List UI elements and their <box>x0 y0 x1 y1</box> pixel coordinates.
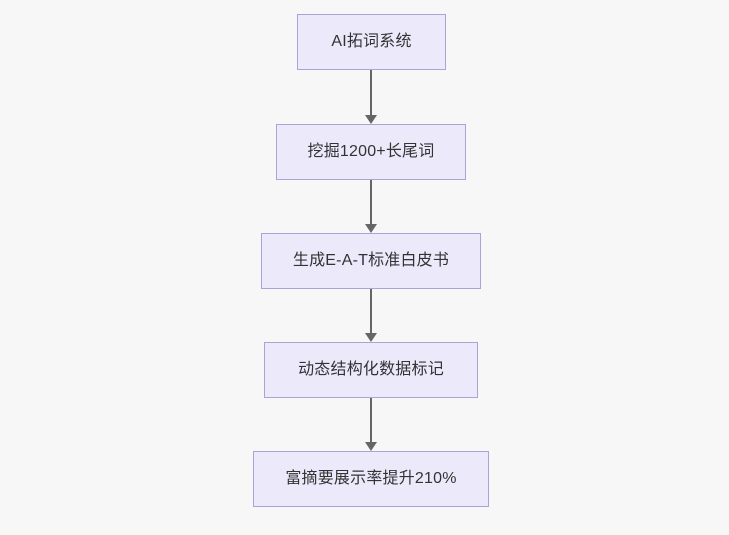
connector-line <box>370 180 372 225</box>
arrowhead-icon <box>365 442 377 451</box>
flow-node-eat-whitepaper[interactable]: 生成E-A-T标准白皮书 <box>261 233 481 289</box>
connector-node4-node5 <box>363 398 379 451</box>
connector-node3-node4 <box>363 289 379 342</box>
flow-node-ai-keyword-system[interactable]: AI拓词系统 <box>297 14 446 70</box>
connector-node1-node2 <box>363 70 379 124</box>
flow-node-rich-snippet-result[interactable]: 富摘要展示率提升210% <box>253 451 489 507</box>
arrowhead-icon <box>365 115 377 124</box>
connector-line <box>370 289 372 334</box>
connector-node2-node3 <box>363 180 379 233</box>
arrowhead-icon <box>365 333 377 342</box>
connector-line <box>370 398 372 443</box>
flow-node-longtail-mining[interactable]: 挖掘1200+长尾词 <box>276 124 466 180</box>
arrowhead-icon <box>365 224 377 233</box>
connector-line <box>370 70 372 116</box>
flow-node-structured-data-markup[interactable]: 动态结构化数据标记 <box>264 342 478 398</box>
